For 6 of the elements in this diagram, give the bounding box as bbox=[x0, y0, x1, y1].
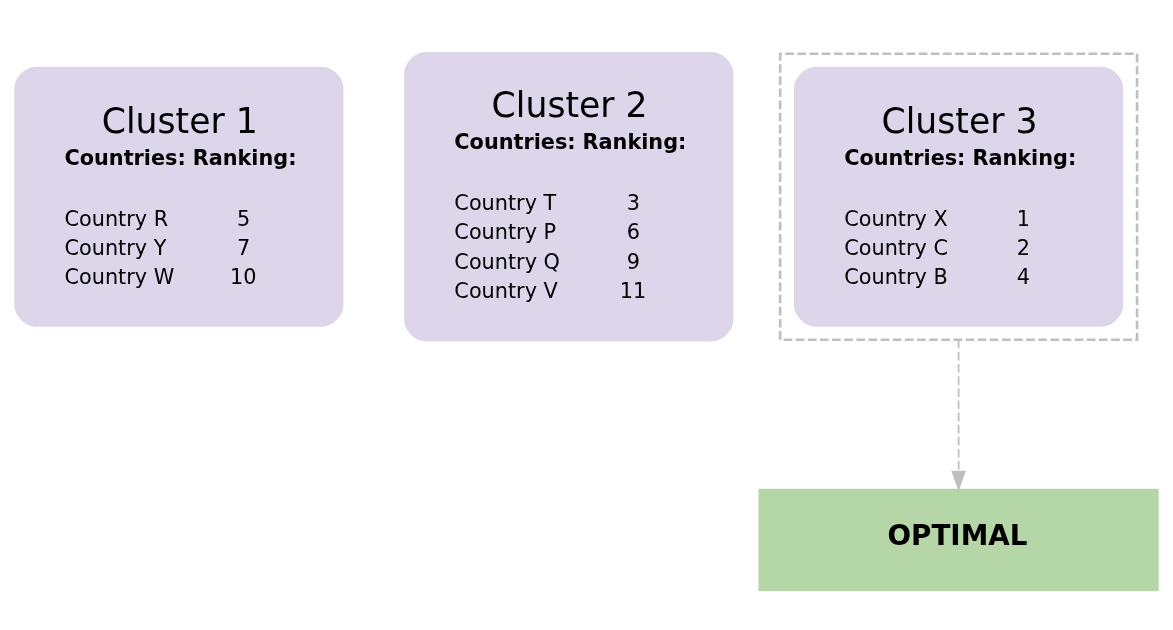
node-box: OPTIMAL bbox=[758, 488, 1159, 591]
node-box: Cluster 1 Countries: Ranking: Country R 5 Country Y 7 Country W 10 bbox=[14, 66, 344, 327]
cluster bbox=[778, 52, 1139, 341]
arrow bbox=[951, 338, 966, 492]
node-box: Cluster 3 Countries: Ranking: Country X 1 Country C 2 Country B 4 bbox=[794, 66, 1124, 327]
node-box: Cluster 2 Countries: Ranking: Country T 3 Country P 6 Country Q 9 Country V 11 bbox=[404, 52, 734, 342]
